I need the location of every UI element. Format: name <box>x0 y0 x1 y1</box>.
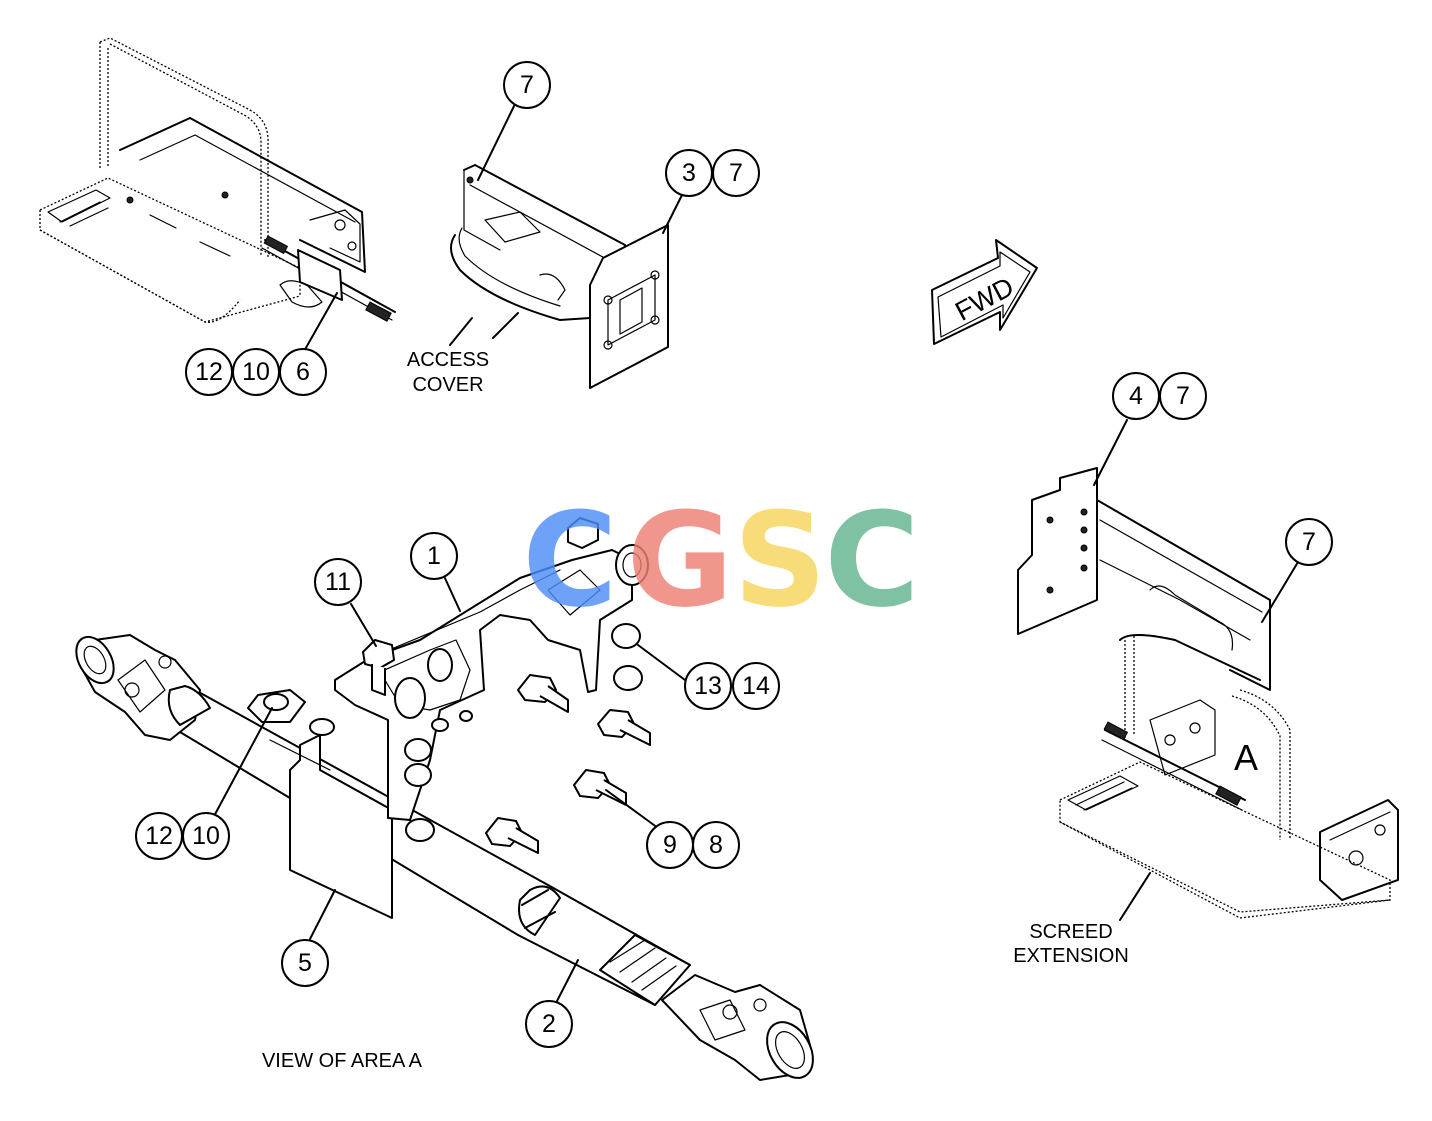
view-of-area-label: VIEW OF AREA A <box>262 1050 423 1072</box>
callout-7-cover: 7 <box>712 149 760 197</box>
svg-text:14: 14 <box>742 672 770 700</box>
svg-text:12: 12 <box>145 822 173 850</box>
callout-3: 3 <box>665 149 713 197</box>
svg-text:6: 6 <box>296 358 310 386</box>
screed-side-assembly-top-left <box>39 37 396 323</box>
svg-text:4: 4 <box>1129 382 1143 410</box>
drive-shaft-detail <box>75 517 814 1081</box>
svg-text:2: 2 <box>542 1010 556 1038</box>
callout-11: 11 <box>314 558 362 606</box>
loose-bolts <box>485 674 651 854</box>
svg-text:3: 3 <box>682 159 696 187</box>
watermark-letter-3: S <box>733 484 827 636</box>
screed-extension-label-line2: EXTENSION <box>1013 945 1129 967</box>
svg-text:1: 1 <box>427 542 441 570</box>
callout-10-top: 10 <box>232 348 280 396</box>
callout-7-top: 7 <box>503 61 551 109</box>
area-a-label: A <box>1234 737 1258 778</box>
access-cover-label-line2: COVER <box>412 374 483 396</box>
callout-9: 9 <box>646 821 694 869</box>
svg-text:10: 10 <box>242 358 270 386</box>
watermark-letter-4: C <box>824 484 919 636</box>
screed-extension-assembly: A <box>1017 467 1399 919</box>
svg-text:7: 7 <box>729 159 743 187</box>
svg-text:8: 8 <box>709 831 723 859</box>
svg-text:7: 7 <box>520 71 534 99</box>
callout-14: 14 <box>732 662 780 710</box>
svg-text:13: 13 <box>694 672 722 700</box>
svg-text:7: 7 <box>1176 382 1190 410</box>
watermark-logo: C G S C <box>522 484 919 636</box>
callout-8: 8 <box>692 821 740 869</box>
callout-13: 13 <box>684 662 732 710</box>
callout-1: 1 <box>410 532 458 580</box>
callout-7-bracket: 7 <box>1159 372 1207 420</box>
fwd-direction-arrow: FWD <box>931 239 1038 345</box>
access-cover-assembly <box>450 164 669 389</box>
callout-7-housing: 7 <box>1285 518 1333 566</box>
watermark-letter-2: G <box>627 484 734 636</box>
access-cover-label-line1: ACCESS <box>407 349 489 371</box>
svg-text:5: 5 <box>298 949 312 977</box>
svg-text:10: 10 <box>192 822 220 850</box>
callout-10-main: 10 <box>182 812 230 860</box>
callout-2: 2 <box>525 1000 573 1048</box>
svg-text:9: 9 <box>663 831 677 859</box>
svg-text:7: 7 <box>1302 528 1316 556</box>
callout-6: 6 <box>279 348 327 396</box>
watermark-letter-1: C <box>522 484 617 636</box>
callout-5: 5 <box>281 939 329 987</box>
svg-text:11: 11 <box>325 568 351 596</box>
callout-12-main: 12 <box>135 812 183 860</box>
leader-lines <box>212 101 1299 1004</box>
callout-4: 4 <box>1112 372 1160 420</box>
svg-text:12: 12 <box>195 358 223 386</box>
callout-12-top: 12 <box>185 348 233 396</box>
screed-extension-label-line1: SCREED <box>1029 921 1112 943</box>
